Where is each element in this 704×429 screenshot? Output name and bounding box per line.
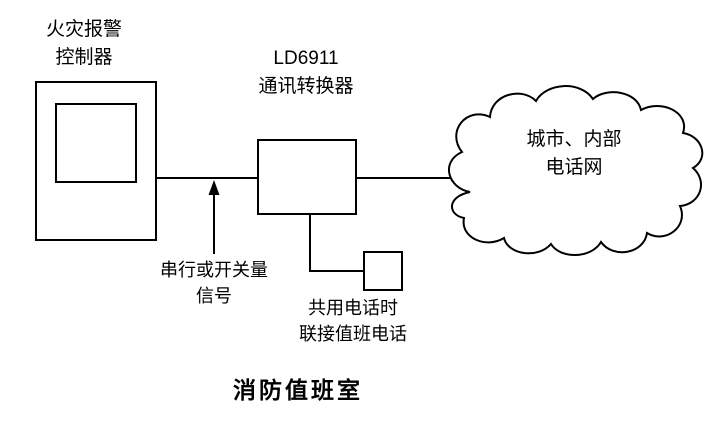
diagram-title: 消防值班室	[233, 377, 363, 403]
signal-label: 串行或开关量 信号	[160, 257, 268, 309]
signal-label-line2: 信号	[196, 286, 232, 307]
converter-label-line1: LD6911	[273, 48, 339, 69]
converter-label-line2: 通讯转换器	[258, 75, 354, 97]
duty-phone-label: 共用电话时 联接值班电话	[299, 295, 407, 347]
signal-label-line1: 串行或开关量	[160, 260, 268, 280]
ld6911-converter-box	[257, 139, 357, 215]
controller-label-line2: 控制器	[55, 46, 113, 68]
controller-label: 火灾报警 控制器	[46, 16, 122, 71]
duty-phone-label-line2: 联接值班电话	[299, 324, 407, 345]
signal-arrow-head	[208, 180, 220, 195]
converter-phone-line	[309, 214, 364, 272]
signal-arrow	[208, 180, 220, 254]
cloud-label: 城市、内部 电话网	[526, 126, 621, 181]
converter-label: LD6911 通讯转换器	[258, 45, 353, 100]
cloud-label-line1: 城市、内部	[526, 129, 622, 150]
controller-label-line1: 火灾报警	[45, 19, 123, 40]
duty-phone-label-line1: 共用电话时	[308, 298, 398, 318]
fire-alarm-controller-panel	[55, 103, 137, 183]
cloud-label-line2: 电话网	[545, 156, 603, 178]
duty-telephone-box	[363, 251, 403, 291]
telephone-network-cloud	[448, 85, 704, 256]
